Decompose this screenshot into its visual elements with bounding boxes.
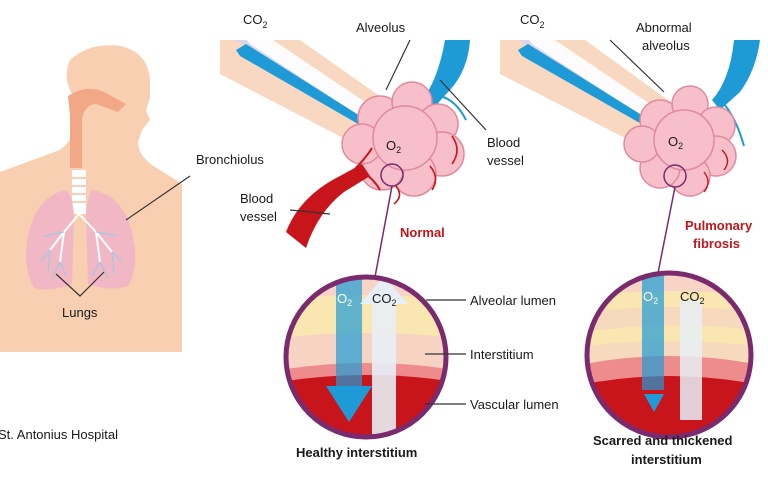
blood-vessel-label-upper-2: vessel [487, 153, 524, 168]
left-lung [26, 190, 74, 290]
airway [68, 88, 126, 168]
abnormal-alveolus-label-1: Abnormal [636, 20, 692, 35]
normal-label: Normal [400, 225, 445, 240]
blood-vessel-label-lower-2: vessel [240, 209, 277, 224]
right-lung [86, 190, 136, 289]
vascular-lumen-label: Vascular lumen [470, 397, 559, 412]
fibrosis-alveolus-illustration [500, 30, 760, 274]
co2-label-right: CO2 [520, 12, 545, 30]
normal-alveolus-illustration [220, 30, 487, 278]
inset-o2-right: O2 [643, 289, 658, 306]
pulmonary-fibrosis-label-1: Pulmonary [685, 218, 753, 233]
bronchiolus-label: Bronchiolus [196, 152, 264, 167]
o2-arrow-right [518, 44, 666, 140]
scarred-caption-1: Scarred and thickened [593, 433, 732, 448]
abnormal-alveolus-label-2: alveolus [642, 38, 690, 53]
co2-arrow-left [242, 30, 392, 132]
co2-arrow-right [525, 30, 674, 132]
alveolar-lumen-label: Alveolar lumen [470, 293, 556, 308]
o2-label-left: O2 [386, 138, 401, 155]
blood-vessel-label-lower-1: Blood [240, 191, 273, 206]
bronchiolus-pointer [125, 175, 191, 221]
scarred-caption-2: interstitium [631, 452, 702, 467]
pulmonary-fibrosis-label-2: fibrosis [693, 236, 740, 251]
alveolus-label: Alveolus [356, 20, 406, 35]
body-illustration [0, 45, 191, 352]
inset-co2-left: CO2 [372, 291, 397, 308]
interstitium-label: Interstitium [470, 347, 534, 362]
lungs-label: Lungs [62, 305, 98, 320]
lungs-pointer [55, 271, 105, 297]
healthy-interstitium-caption: Healthy interstitium [296, 445, 417, 460]
blood-vessel-label-upper-1: Blood [487, 135, 520, 150]
o2-arrow-left [236, 44, 386, 142]
trachea [72, 170, 86, 214]
co2-label-left: CO2 [243, 12, 268, 30]
inset-o2-left: O2 [337, 291, 352, 308]
o2-label-right: O2 [668, 134, 683, 151]
credit-label: St. Antonius Hospital [0, 427, 118, 442]
inset-co2-right: CO2 [680, 289, 705, 306]
scarred-interstitium-inset [584, 270, 754, 440]
